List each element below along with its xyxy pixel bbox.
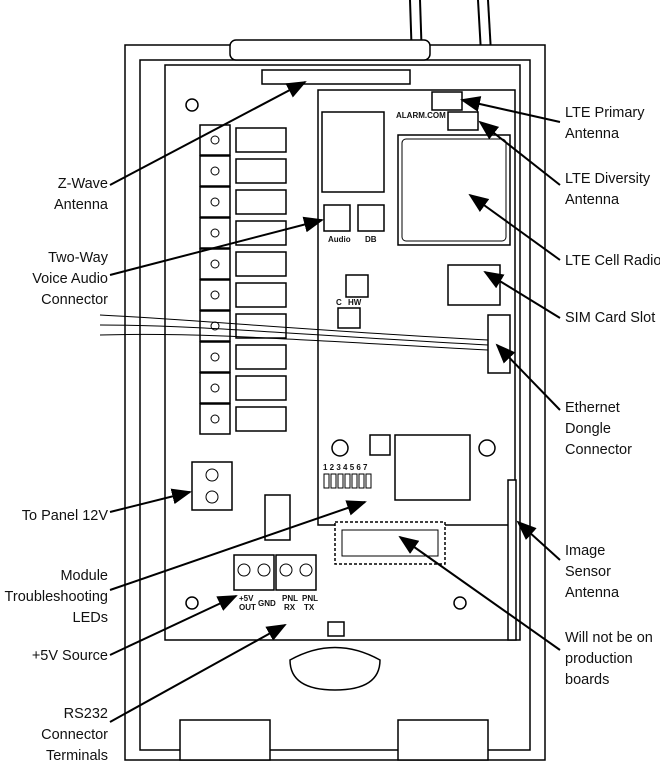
terminal-screw [210, 135, 220, 145]
audio-leader [109, 216, 324, 276]
lte-primary-leader [460, 96, 561, 123]
c-label: C [336, 298, 342, 307]
ethernet-leader [495, 343, 561, 411]
relay [235, 127, 287, 153]
mounting-hole [185, 596, 199, 610]
plus5v-leader [109, 595, 238, 656]
latch-left [179, 719, 271, 761]
zwave-leader [109, 81, 307, 186]
led-numbers: 1 2 3 4 5 6 7 [323, 463, 368, 472]
relay [235, 220, 287, 246]
relay [235, 251, 287, 277]
terminal-screw [279, 563, 293, 577]
troubleshooting-leds [323, 473, 372, 489]
hw-label: HW [348, 298, 362, 307]
lte-radio-inner [401, 138, 507, 242]
not-production-leader [398, 535, 561, 651]
enclosure-top-tab [229, 39, 431, 61]
rs232-leader [109, 624, 287, 723]
terminal-screw [210, 197, 220, 207]
relay [235, 375, 287, 401]
wire-bundle [99, 333, 489, 351]
brand-label: ALARM.COM [396, 111, 446, 120]
audio-connector [323, 204, 351, 232]
wire-bundle [99, 314, 489, 341]
plus5v-label: +5V Source [32, 648, 108, 664]
terminal-screw [210, 166, 220, 176]
led [330, 473, 337, 489]
button [369, 434, 391, 456]
relay [235, 282, 287, 308]
led [365, 473, 372, 489]
terminal-screw [210, 259, 220, 269]
audio-label: Audio [328, 235, 351, 244]
led [358, 473, 365, 489]
panel12v-leader [109, 488, 192, 513]
terminal-screw [299, 563, 313, 577]
sim-leader [483, 270, 561, 319]
lte-diversity-connector [447, 111, 479, 131]
sim-card-slot [447, 264, 501, 306]
image-sensor-antenna [507, 479, 517, 641]
hw-chip [337, 307, 361, 329]
latch-right [397, 719, 489, 761]
ethernet-connector [487, 314, 511, 374]
panel12v-label: To Panel 12V [22, 508, 109, 524]
chip [345, 274, 369, 298]
leds-leader [109, 500, 367, 591]
db-connector [357, 204, 385, 232]
relay [235, 344, 287, 370]
image-sensor-leader [516, 520, 561, 561]
mounting-hole [185, 98, 199, 112]
module-mount [478, 439, 496, 457]
keyhole-slot [289, 646, 381, 691]
terminal-screw [210, 383, 220, 393]
shield-can [321, 111, 385, 193]
relay [235, 158, 287, 184]
tab [327, 621, 345, 637]
lte-radio-label: LTE Cell Radio [565, 253, 660, 269]
db-label: DB [365, 235, 377, 244]
terminal-screw [237, 563, 251, 577]
terminal-screw [210, 414, 220, 424]
wire-bundle [99, 324, 489, 346]
terminal-screw [210, 352, 220, 362]
terminal-screw [210, 228, 220, 238]
led [337, 473, 344, 489]
terminal-screw [205, 468, 219, 482]
terminal-screw [210, 290, 220, 300]
terminal-label-gnd: GND [258, 599, 276, 608]
lte-radio-leader [468, 193, 561, 261]
module-mount [331, 439, 349, 457]
lte-primary-connector [431, 91, 463, 111]
terminal-screw [257, 563, 271, 577]
lte-diversity-leader [478, 120, 561, 186]
relay [235, 189, 287, 215]
zwave-antenna [261, 69, 411, 85]
led [344, 473, 351, 489]
terminal-screw [205, 490, 219, 504]
sim-label: SIM Card Slot [565, 310, 655, 326]
relay [235, 406, 287, 432]
led [351, 473, 358, 489]
mounting-hole [453, 596, 467, 610]
module-chip [394, 434, 471, 501]
led [323, 473, 330, 489]
test-header-inner [341, 529, 439, 557]
